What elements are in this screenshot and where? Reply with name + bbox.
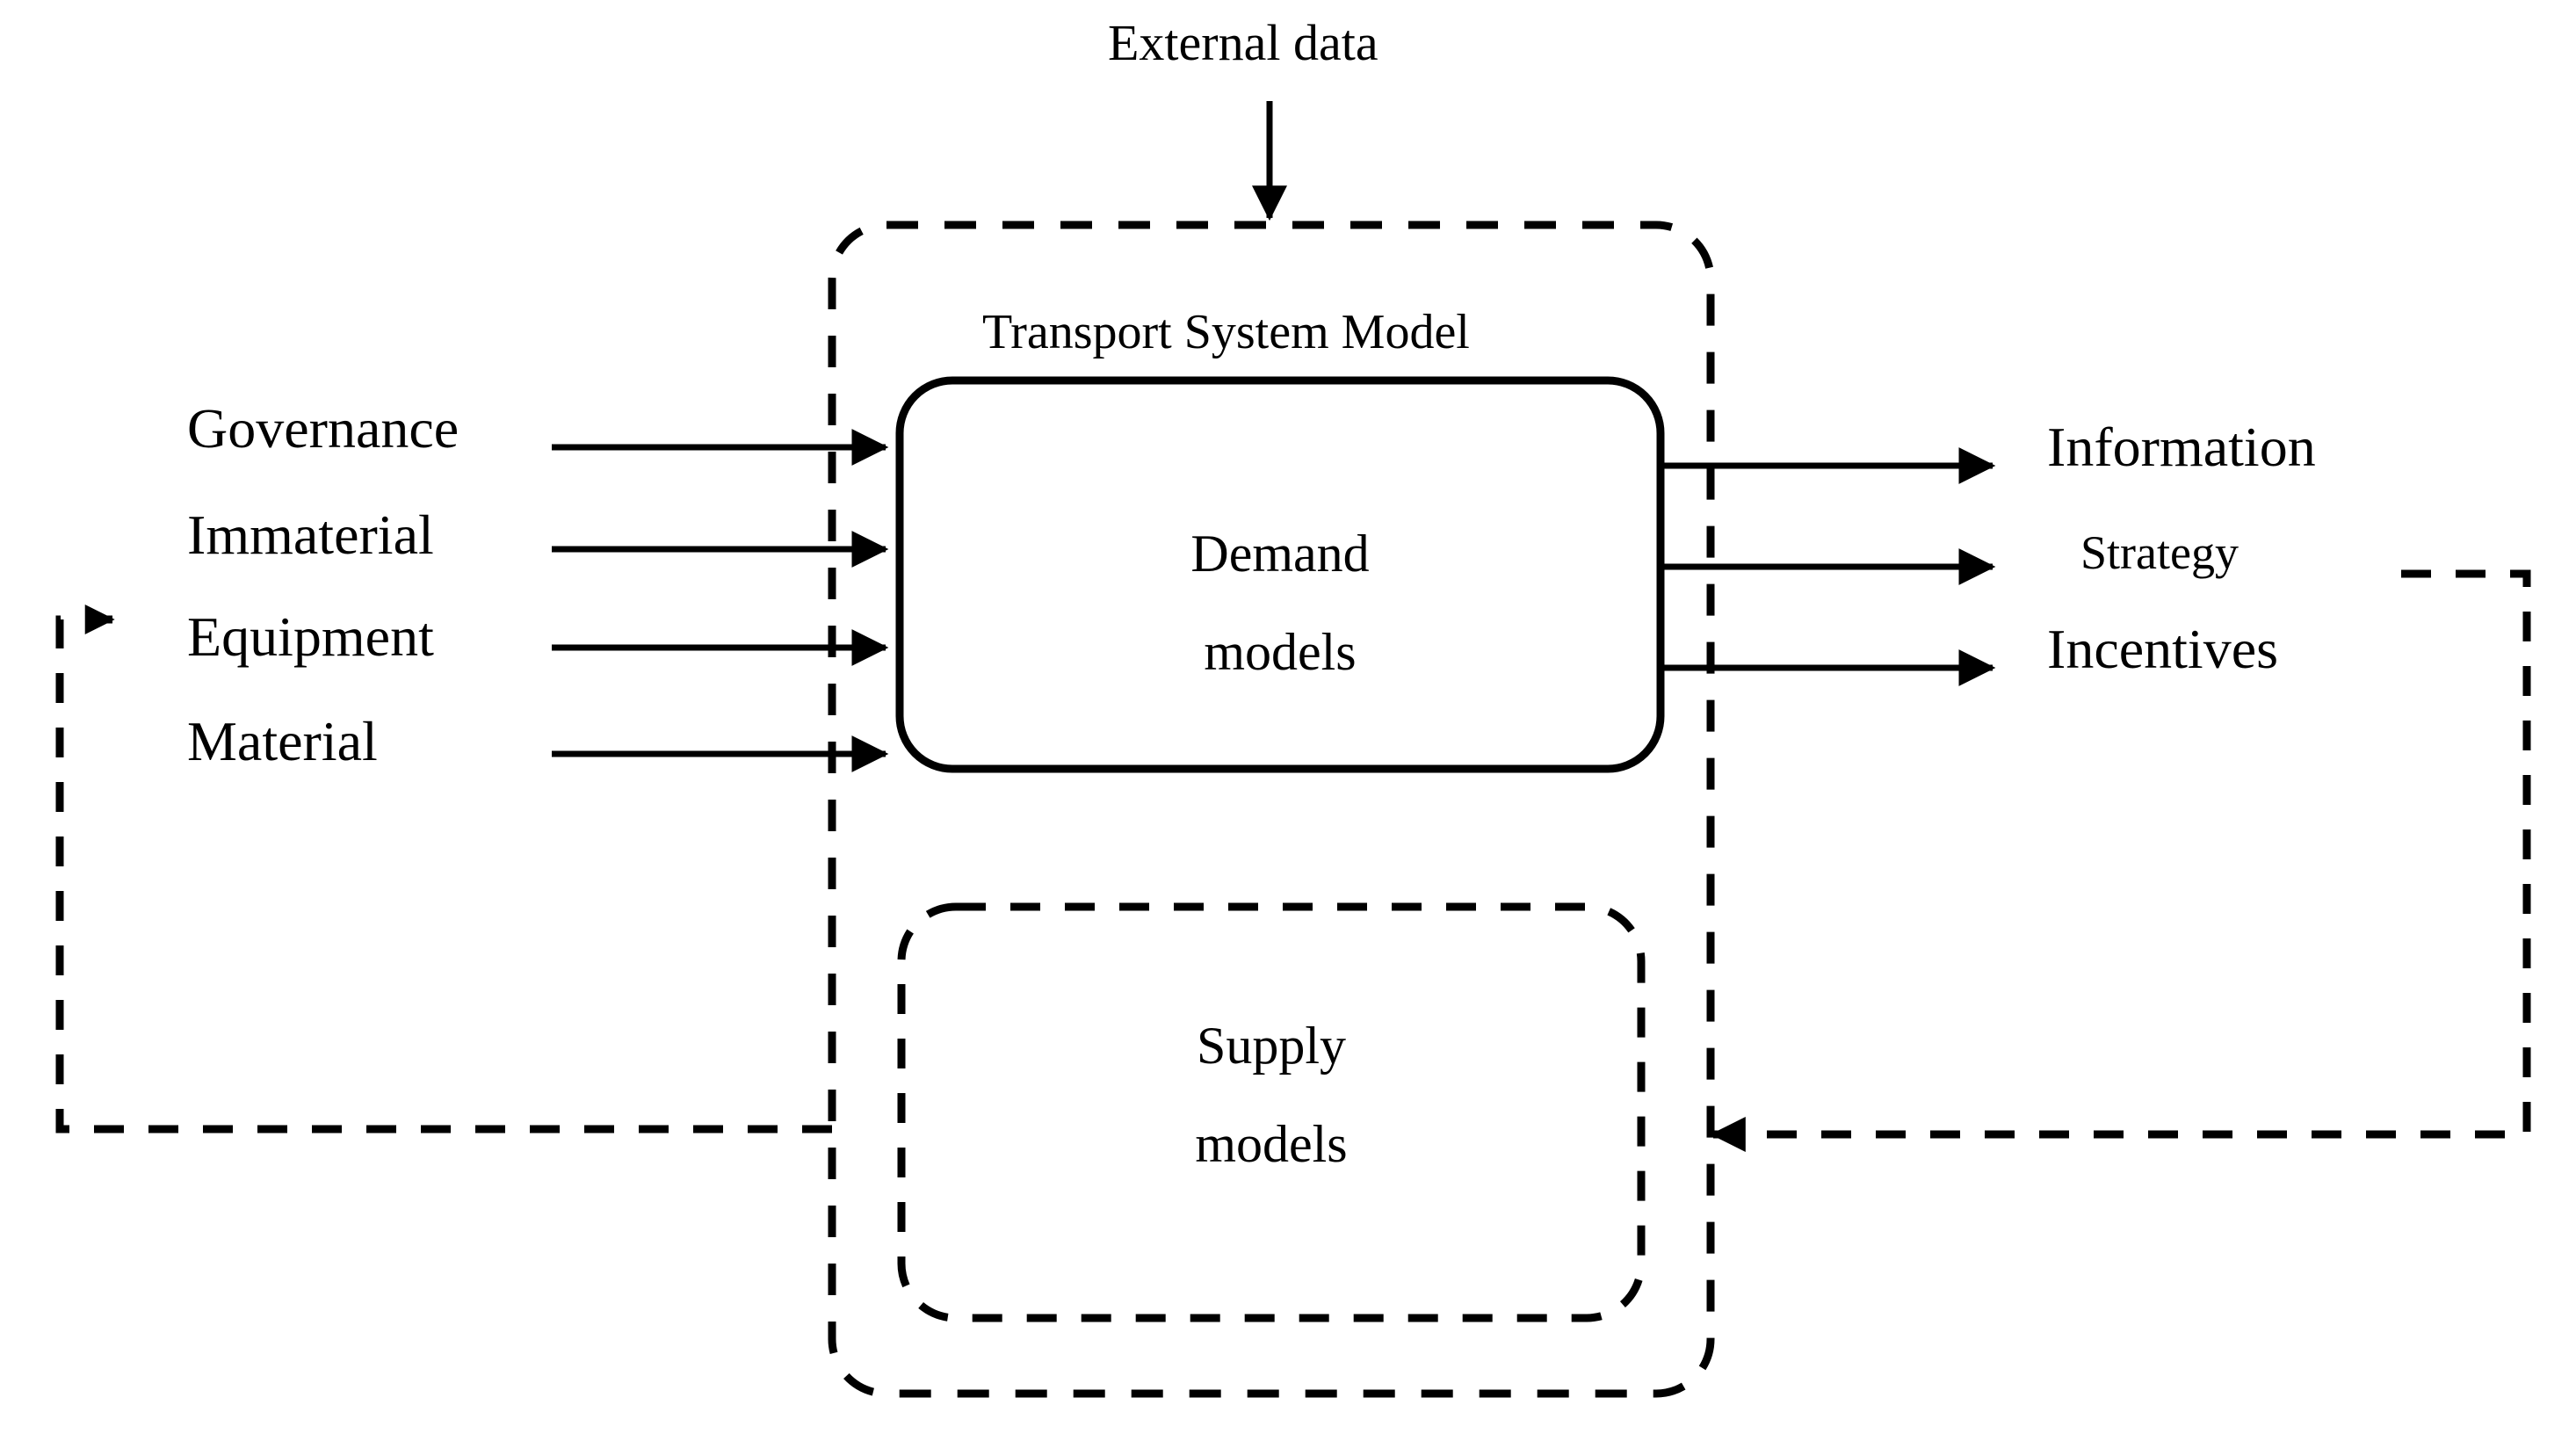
left-feedback-path	[55, 605, 832, 1133]
demand-models-box	[895, 376, 1665, 773]
input-label-equipment: Equipment	[187, 605, 434, 668]
transport-system-model-container	[828, 221, 1715, 1398]
output-label-information: Information	[2047, 416, 2316, 478]
input-label-immaterial: Immaterial	[187, 503, 434, 566]
right-feedback-path	[1710, 569, 2531, 1152]
supply-models-label-line2: models	[1195, 1115, 1348, 1173]
output-label-incentives: Incentives	[2047, 618, 2278, 680]
demand-models-label-line2: models	[1204, 623, 1357, 681]
supply-models-label-line1: Supply	[1196, 1017, 1347, 1075]
external-data-label: External data	[1108, 14, 1378, 71]
demand-models-label-line1: Demand	[1190, 525, 1370, 583]
supply-models-box	[897, 902, 1646, 1322]
output-label-strategy: Strategy	[2080, 526, 2239, 579]
input-label-governance: Governance	[187, 397, 459, 460]
input-label-material: Material	[187, 710, 378, 772]
transport-system-model-title: Transport System Model	[982, 305, 1470, 359]
